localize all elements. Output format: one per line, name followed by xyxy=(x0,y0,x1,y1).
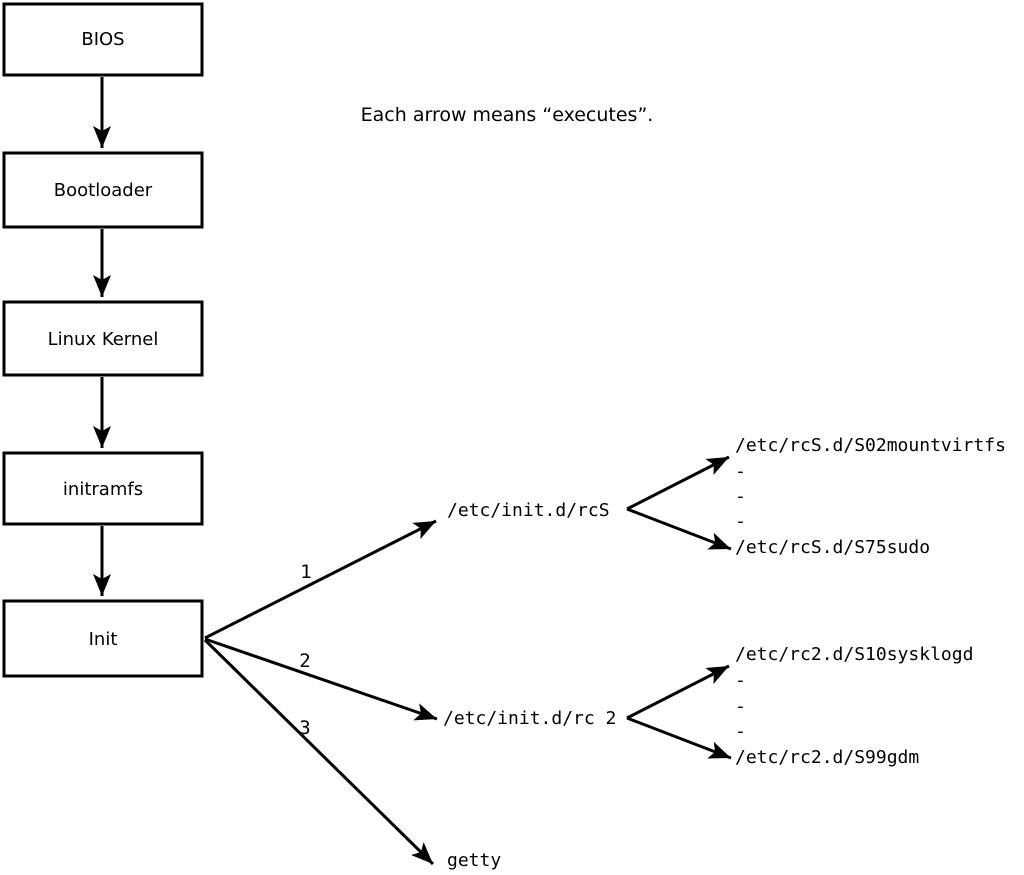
diagram-caption: Each arrow means “executes”. xyxy=(361,104,654,126)
rcS-entry-ellipsis: - xyxy=(735,461,746,482)
flow-box-bootloader: Bootloader xyxy=(2,151,204,229)
rc2-entry-ellipsis: - xyxy=(735,721,746,742)
flow-box-initramfs: initramfs xyxy=(2,451,204,526)
branch-number-1: 1 xyxy=(300,561,311,583)
bootloader-label: Bootloader xyxy=(54,180,153,201)
branch-number-2: 2 xyxy=(299,650,310,672)
boot-chain: BIOS Bootloader Linux Kernel initramfs I… xyxy=(2,2,204,678)
linux-kernel-box xyxy=(2,300,204,377)
rcS-fork-arrow-top xyxy=(626,455,730,511)
bios-box xyxy=(2,2,204,77)
rc2-entry-ellipsis: - xyxy=(735,670,746,691)
rcS-fork-arrow-bottom xyxy=(626,507,732,551)
target-getty: getty xyxy=(447,850,501,871)
rcS-entry-last: /etc/rcS.d/S75sudo xyxy=(735,537,930,558)
rc2-fork-arrow-top xyxy=(626,664,730,720)
initramfs-label: initramfs xyxy=(63,479,143,500)
initramfs-box xyxy=(2,451,204,526)
linux-kernel-label: Linux Kernel xyxy=(48,329,159,350)
rc2-entry-last: /etc/rc2.d/S99gdm xyxy=(735,747,919,768)
rcS-entry-ellipsis: - xyxy=(735,511,746,532)
init-fanout: 1 2 3 /etc/init.d/rcS /etc/init.d/rc 2 g… xyxy=(203,500,616,871)
rcS-fork: /etc/rcS.d/S02mountvirtfs - - - /etc/rcS… xyxy=(626,435,1006,558)
bios-label: BIOS xyxy=(81,29,124,50)
target-rcS: /etc/init.d/rcS xyxy=(447,500,610,521)
rcS-entry-ellipsis: - xyxy=(735,486,746,507)
init-arrow-1 xyxy=(204,519,437,640)
flow-box-bios: BIOS xyxy=(2,2,204,77)
rc2-entry-first: /etc/rc2.d/S10sysklogd xyxy=(735,644,973,665)
init-box xyxy=(2,599,204,678)
target-rc2: /etc/init.d/rc 2 xyxy=(443,708,616,729)
init-arrow-2 xyxy=(204,637,438,721)
rcS-entry-first: /etc/rcS.d/S02mountvirtfs xyxy=(735,435,1006,456)
rc2-entry-ellipsis: - xyxy=(735,696,746,717)
flow-box-linux-kernel: Linux Kernel xyxy=(2,300,204,377)
init-arrow-3 xyxy=(203,638,435,866)
branch-number-3: 3 xyxy=(299,717,310,739)
bootloader-box xyxy=(2,151,204,229)
rc2-fork-arrow-bottom xyxy=(626,716,732,760)
flow-box-init: Init xyxy=(2,599,204,678)
init-label: Init xyxy=(89,629,118,650)
rc2-fork: /etc/rc2.d/S10sysklogd - - - /etc/rc2.d/… xyxy=(626,644,973,768)
